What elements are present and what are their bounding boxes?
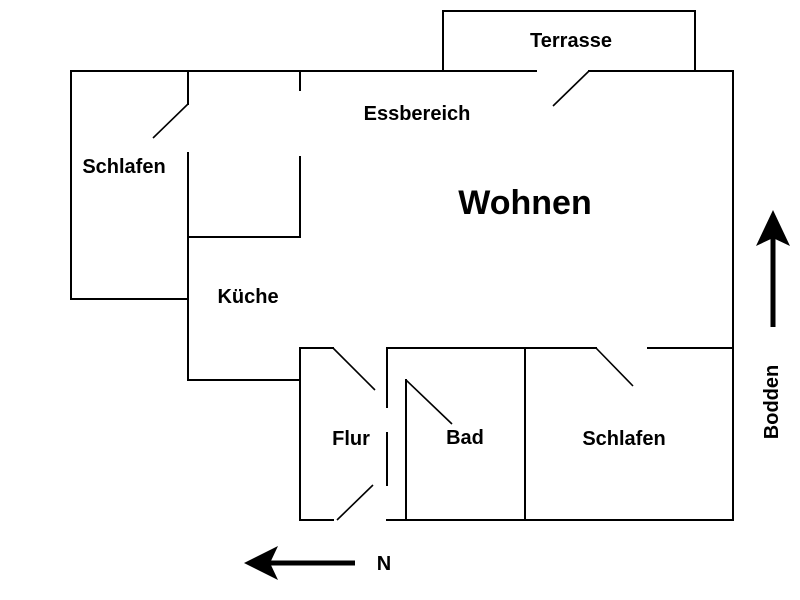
label-flur: Flur — [332, 428, 370, 450]
label-schlafen-se: Schlafen — [582, 428, 665, 450]
outer-walls — [70, 70, 734, 521]
north-arrow-icon — [244, 546, 355, 580]
label-north: N — [377, 553, 391, 575]
bodden-arrow-icon — [756, 210, 790, 327]
label-wohnen: Wohnen — [458, 184, 591, 222]
door-terrasse — [552, 70, 590, 107]
door-bad — [405, 379, 453, 425]
label-kueche: Küche — [217, 286, 278, 308]
label-schlafen-nw: Schlafen — [82, 156, 165, 178]
door-flur-top — [332, 347, 376, 391]
door-entrance — [336, 484, 374, 521]
door-schlafen-se — [595, 347, 634, 387]
interior-walls — [187, 70, 734, 521]
label-bad: Bad — [446, 427, 484, 449]
label-bodden: Bodden — [761, 365, 783, 439]
door-schlafen-nw — [152, 103, 189, 139]
terrasse-outline — [442, 10, 696, 72]
label-terrasse: Terrasse — [530, 30, 612, 52]
label-essbereich: Essbereich — [364, 103, 471, 125]
doors — [152, 70, 634, 521]
